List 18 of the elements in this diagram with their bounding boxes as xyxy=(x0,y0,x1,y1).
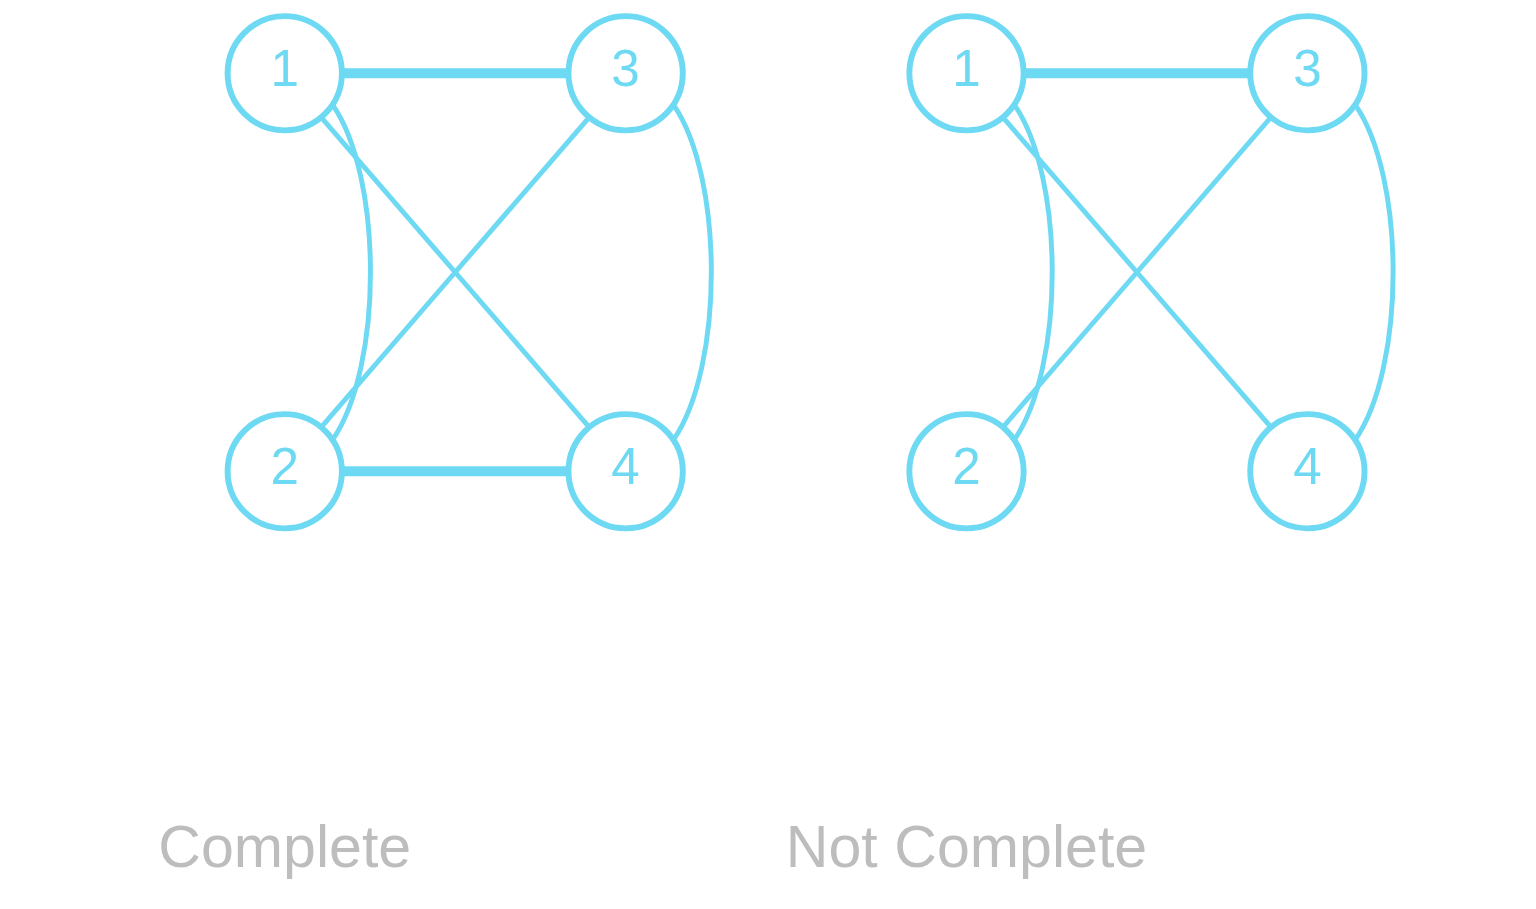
node-circle: 1 xyxy=(224,13,345,134)
node-circle: 2 xyxy=(906,411,1027,532)
connector xyxy=(1023,68,1250,79)
node-circle: 3 xyxy=(1247,13,1368,134)
node-circle: 1 xyxy=(906,13,1027,134)
connector xyxy=(671,103,714,442)
connector xyxy=(342,466,568,477)
connector xyxy=(1001,115,1273,429)
connector xyxy=(330,103,373,442)
node-circle: 4 xyxy=(565,411,686,532)
node-circle: 2 xyxy=(224,411,345,532)
connector xyxy=(1353,103,1396,442)
label: Complete xyxy=(158,813,412,881)
label: Not Complete xyxy=(785,813,1148,881)
connector xyxy=(342,68,568,79)
connector xyxy=(1012,103,1055,442)
node-circle: 4 xyxy=(1247,411,1368,532)
node-circle: 3 xyxy=(565,13,686,134)
